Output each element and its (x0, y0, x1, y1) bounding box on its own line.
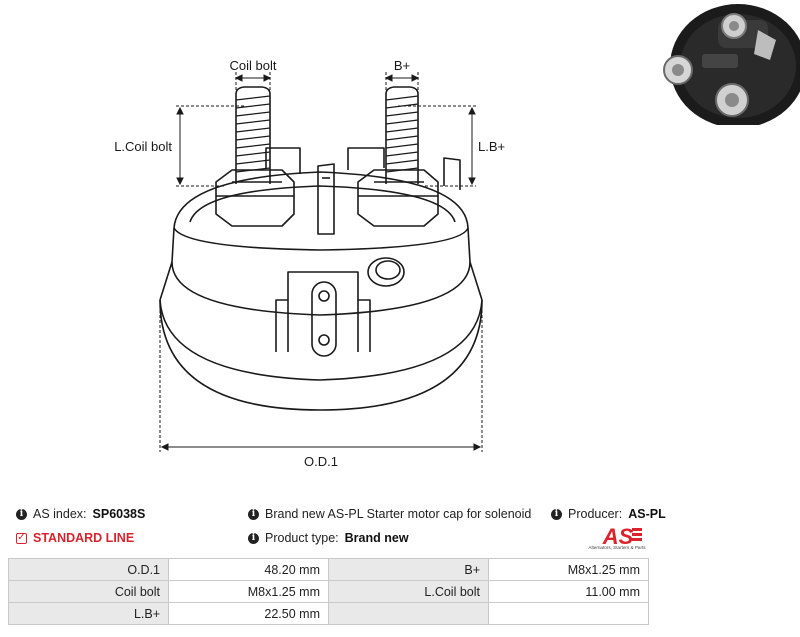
label-l-b-plus: L.B+ (478, 139, 505, 154)
label-b-plus: B+ (394, 58, 410, 73)
spec-table: O.D.1 48.20 mm B+ M8x1.25 mm Coil bolt M… (8, 558, 649, 625)
product-type-label: Product type: (265, 531, 339, 545)
info-icon: i (16, 508, 27, 520)
table-row: Coil bolt M8x1.25 mm L.Coil bolt 11.00 m… (8, 580, 649, 603)
spec-value: 22.50 mm (168, 602, 329, 625)
spec-key: L.B+ (8, 602, 169, 625)
spec-key: O.D.1 (8, 558, 169, 581)
as-index: i AS index: SP6038S (16, 507, 145, 521)
logo-text: AS (602, 524, 634, 549)
technical-drawing: Coil bolt B+ L.Coil bolt L.B+ O.D.1 (114, 58, 505, 469)
spec-key (328, 602, 489, 625)
spec-key: Coil bolt (8, 580, 169, 603)
spec-value: 48.20 mm (168, 558, 329, 581)
check-icon: ✓ (16, 532, 27, 544)
logo-tagline: Alternators, Starters & Parts (588, 545, 646, 550)
spec-value: M8x1.25 mm (168, 580, 329, 603)
product-photo[interactable] (658, 0, 800, 125)
spec-value (488, 602, 649, 625)
standard-line: ✓ STANDARD LINE (16, 531, 134, 545)
product-info: i AS index: SP6038S ✓ STANDARD LINE i Br… (0, 500, 800, 558)
product-type: i Product type: Brand new (248, 531, 409, 545)
producer-label: Producer: (568, 507, 623, 521)
info-icon: i (551, 508, 562, 520)
info-icon: i (248, 508, 259, 520)
spec-key: B+ (328, 558, 489, 581)
description-text: Brand new AS-PL Starter motor cap for so… (265, 507, 532, 521)
standard-line-label: STANDARD LINE (33, 531, 135, 545)
producer-value: AS-PL (628, 507, 666, 521)
product-type-value: Brand new (344, 531, 409, 545)
spec-value: 11.00 mm (488, 580, 649, 603)
table-row: O.D.1 48.20 mm B+ M8x1.25 mm (8, 558, 649, 581)
info-icon: i (248, 532, 259, 544)
label-od1: O.D.1 (304, 454, 338, 469)
label-coil-bolt: Coil bolt (230, 58, 277, 73)
label-l-coil-bolt: L.Coil bolt (114, 139, 172, 154)
producer: i Producer: AS-PL (551, 507, 666, 521)
description: i Brand new AS-PL Starter motor cap for … (248, 507, 531, 521)
spec-value: M8x1.25 mm (488, 558, 649, 581)
spec-key: L.Coil bolt (328, 580, 489, 603)
as-index-label: AS index: (33, 507, 87, 521)
as-index-value: SP6038S (92, 507, 146, 521)
table-row: L.B+ 22.50 mm (8, 602, 649, 625)
as-logo: AS (602, 524, 642, 549)
